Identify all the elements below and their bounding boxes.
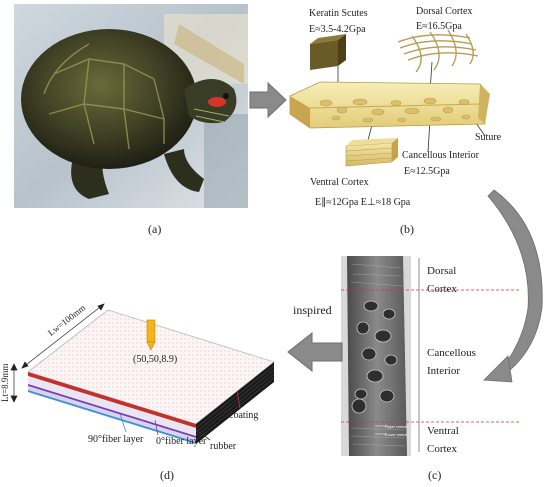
shell-section-drawing bbox=[289, 29, 490, 167]
ventral-cortex-modulus: E∥≈12Gpa E⊥≈18 Gpa bbox=[315, 197, 411, 208]
cancellous-interior-label: Cancellous Interior bbox=[402, 150, 479, 161]
ventral-cortex-block bbox=[345, 138, 398, 167]
panel-c: Upper ventral Lower ventral Dorsal Corte… bbox=[341, 256, 521, 456]
dorsal-cortex-modulus: E≈16.5Gpa bbox=[416, 21, 462, 32]
sem-micrograph: Upper ventral Lower ventral bbox=[341, 256, 411, 456]
panel-a-caption: (a) bbox=[148, 222, 162, 236]
fiber-0-label: 0°fiber layer bbox=[156, 436, 207, 447]
keratin-scute-block bbox=[310, 34, 346, 70]
sem-dorsal-label-1: Dorsal bbox=[427, 265, 457, 277]
dorsal-cortex-fibers bbox=[397, 29, 479, 73]
lower-ventral-label: Lower ventral bbox=[385, 432, 408, 437]
turtle-photo bbox=[14, 4, 248, 208]
arrow-a-to-b bbox=[249, 81, 287, 119]
ventral-cortex-label: Ventral Cortex bbox=[310, 177, 369, 188]
panel-c-caption: (c) bbox=[428, 468, 442, 482]
sem-cancellous-label-1: Cancellous bbox=[427, 347, 476, 359]
thickness-dimension-label: Lt=8.9mm bbox=[0, 363, 10, 402]
arrow-b-to-c bbox=[483, 189, 543, 383]
sem-ventral-label-1: Ventral bbox=[427, 425, 459, 437]
composite-plate-model bbox=[10, 303, 275, 444]
sem-ventral-label-2: Cortex bbox=[427, 443, 457, 455]
inspired-label: inspired bbox=[293, 303, 332, 317]
upper-ventral-label: Upper ventral bbox=[385, 424, 408, 429]
impact-point-label: (50,50,8.9) bbox=[133, 354, 178, 365]
coating-label: coating bbox=[229, 410, 259, 421]
region-dividers bbox=[411, 258, 521, 452]
shell-section-slab bbox=[289, 81, 490, 129]
sem-cancellous-label-2: Interior bbox=[427, 365, 460, 377]
keratin-scutes-modulus: E≈3.5-4.2Gpa bbox=[309, 24, 366, 35]
panel-d: Lw=100mm Lt=8.9mm (50,50,8.9) coating 90… bbox=[0, 290, 290, 460]
dorsal-cortex-label: Dorsal Cortex bbox=[416, 6, 473, 17]
plate-front-layers bbox=[28, 372, 196, 444]
cancellous-interior-modulus: E≈12.5Gpa bbox=[404, 166, 450, 177]
sem-dorsal-label-2: Cortex bbox=[427, 283, 457, 295]
panel-b: Keratin Scutes E≈3.5-4.2Gpa Dorsal Corte… bbox=[280, 0, 550, 240]
impactor bbox=[146, 319, 156, 351]
fiber-90-label: 90°fiber layer bbox=[88, 434, 144, 445]
arrow-c-to-d bbox=[287, 331, 343, 373]
panel-d-caption: (d) bbox=[160, 468, 174, 482]
suture-label: Suture bbox=[475, 132, 502, 143]
panel-a bbox=[14, 4, 248, 208]
panel-b-caption: (b) bbox=[400, 222, 414, 236]
rubber-label: rubber bbox=[210, 441, 237, 452]
keratin-scutes-label: Keratin Scutes bbox=[309, 8, 368, 19]
